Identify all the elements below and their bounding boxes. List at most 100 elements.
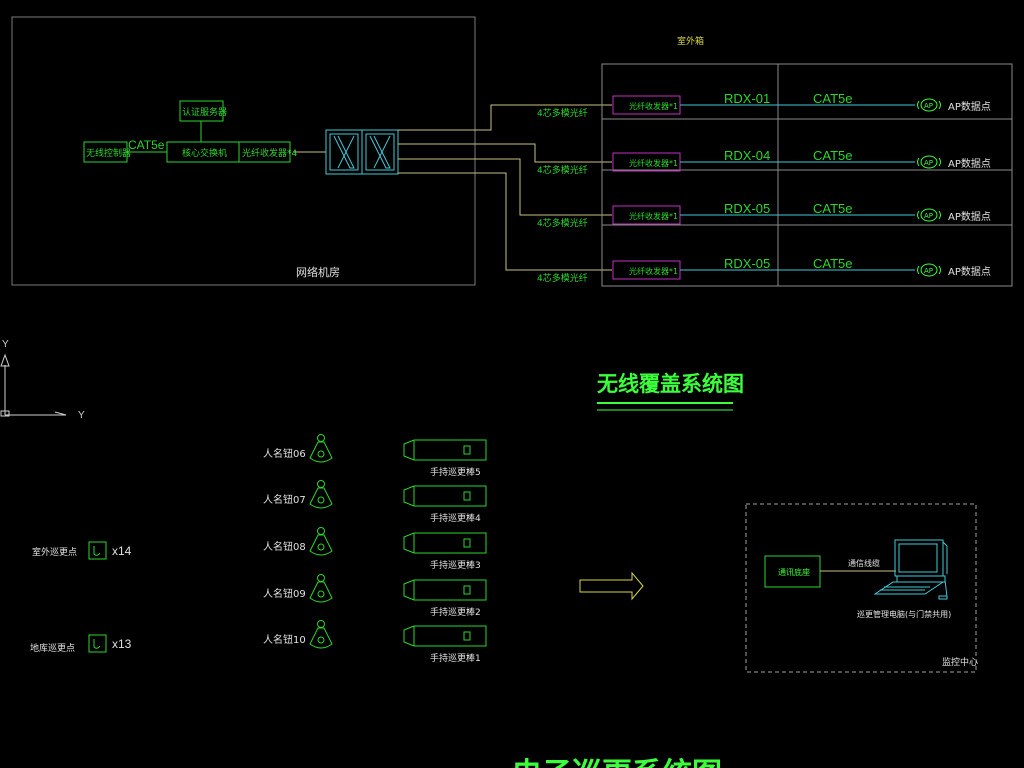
reader-label: 手持巡更棒3 <box>430 559 481 571</box>
fiber-label: 4芯多模光纤 <box>537 107 588 119</box>
patrol-point-count: x13 <box>112 637 132 651</box>
tag-hole <box>317 496 325 504</box>
ap-icon-text: AP <box>924 159 933 167</box>
ap-signal-icon <box>917 210 941 220</box>
rdx-label: RDX-01 <box>724 91 770 106</box>
network-room-frame <box>11 16 476 286</box>
flow-arrow-icon <box>579 571 644 601</box>
wireless-system-title: 无线覆盖系统图 <box>597 372 744 396</box>
rdx-label: RDX-05 <box>724 201 770 216</box>
fiber-label: 4芯多模光纤 <box>537 217 588 229</box>
tag-ring-icon <box>317 434 325 442</box>
tag-row: 人名钮09 手持巡更棒2 <box>263 574 487 618</box>
ap-label: AP数据点 <box>948 157 991 170</box>
ucs-icon <box>0 353 67 417</box>
wireless-controller-label: 无线控制器 <box>86 147 131 159</box>
ap-icon-text: AP <box>924 102 933 110</box>
rdx-label: RDX-04 <box>724 148 770 163</box>
cat5e-label-room: CAT5e <box>128 138 165 152</box>
person-tag-icon <box>309 581 333 603</box>
tag-ring-icon <box>317 620 325 628</box>
outdoor-cabinet-title: 室外箱 <box>677 35 704 47</box>
ap-signal-icon <box>917 265 941 275</box>
patch-panel-icon <box>325 129 399 175</box>
tag-row: 人名钮06 手持巡更棒5 <box>263 434 487 478</box>
person-tag-label: 人名钮06 <box>263 447 306 460</box>
tag-ring-icon <box>317 480 325 488</box>
computer-label: 巡更管理电脑(与门禁共用) <box>857 609 951 619</box>
tag-hole <box>317 636 325 644</box>
monitor-center-label: 监控中心 <box>942 656 978 668</box>
patrol-system-title: 电子巡更系统图 <box>512 757 722 768</box>
reader-label: 手持巡更棒2 <box>430 606 481 618</box>
patrol-reader-icon <box>403 532 487 554</box>
ap-icon <box>920 208 938 222</box>
transceiver-label: 光纤收发器*1 <box>629 211 678 221</box>
ucs-x-label: Y <box>78 410 85 421</box>
reader-label: 手持巡更棒1 <box>430 652 481 664</box>
fiber-label: 4芯多模光纤 <box>537 164 588 176</box>
core-switch-box <box>166 141 291 163</box>
reader-button <box>463 445 471 455</box>
transceiver-label: 光纤收发器*1 <box>629 101 678 111</box>
rdx-label: RDX-05 <box>724 256 770 271</box>
person-tag-icon <box>309 487 333 509</box>
transceiver-label: 光纤收发器*1 <box>629 266 678 276</box>
reader-button <box>463 491 471 501</box>
ap-icon-text: AP <box>924 212 933 220</box>
cable-label: CAT5e <box>813 91 853 106</box>
ap-label: AP数据点 <box>948 265 991 278</box>
tag-ring-icon <box>317 574 325 582</box>
cable-label: CAT5e <box>813 201 853 216</box>
ap-label: AP数据点 <box>948 210 991 223</box>
patrol-reader-icon <box>403 439 487 461</box>
cable-label: CAT5e <box>813 256 853 271</box>
monitor-center-frame <box>745 503 977 673</box>
cable-label: CAT5e <box>813 148 853 163</box>
person-tag-icon <box>309 441 333 463</box>
fiber-runs <box>398 104 612 271</box>
tag-hole <box>317 543 325 551</box>
fiber-label: 4芯多模光纤 <box>537 272 588 284</box>
reader-label: 手持巡更棒4 <box>430 512 481 524</box>
person-tag-icon <box>309 627 333 649</box>
reader-button <box>463 585 471 595</box>
tag-row: 人名钮07 手持巡更棒4 <box>263 480 487 524</box>
tag-hole <box>317 450 325 458</box>
ap-icon <box>920 155 938 169</box>
tag-row: 人名钮10 手持巡更棒1 <box>263 620 487 664</box>
patrol-point-icon <box>88 541 107 560</box>
auth-server-label: 认证服务器 <box>182 106 227 118</box>
patrol-reader-icon <box>403 579 487 601</box>
tag-hole <box>317 590 325 598</box>
patrol-point-label: 地库巡更点 <box>30 642 75 654</box>
ap-signal-icon <box>917 100 941 110</box>
ap-label: AP数据点 <box>948 100 991 113</box>
patrol-point-count: x14 <box>112 544 132 558</box>
ap-icon <box>920 98 938 112</box>
patrol-reader-icon <box>403 485 487 507</box>
person-tag-label: 人名钮10 <box>263 633 306 646</box>
computer-icon <box>873 539 948 600</box>
person-tag-label: 人名钮07 <box>263 493 306 506</box>
tag-ring-icon <box>317 527 325 535</box>
reader-button <box>463 538 471 548</box>
transceiver-label: 光纤收发器*1 <box>629 158 678 168</box>
network-room-label: 网络机房 <box>296 265 340 279</box>
patrol-reader-icon <box>403 625 487 647</box>
patrol-point-icon <box>88 634 107 653</box>
ucs-y-label: Y <box>2 339 9 350</box>
person-tag-label: 人名钮09 <box>263 587 306 600</box>
ap-icon-text: AP <box>924 267 933 275</box>
outdoor-cabinet-grid <box>601 63 1013 287</box>
core-switch-label: 核心交换机 <box>182 147 227 159</box>
patrol-point-label: 室外巡更点 <box>32 546 77 558</box>
person-tag-label: 人名钮08 <box>263 540 306 553</box>
ap-icon <box>920 263 938 277</box>
reader-label: 手持巡更棒5 <box>430 466 481 478</box>
